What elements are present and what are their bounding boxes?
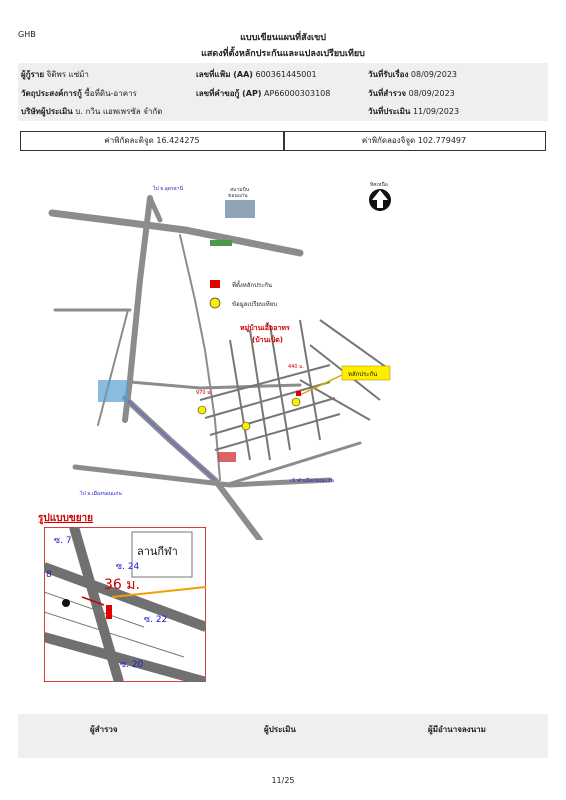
airport-label: สนามบิน: [230, 186, 250, 193]
inset-marker: [62, 599, 70, 607]
soi-24-label: ซ. 24: [116, 562, 140, 572]
appraisal-date: วันที่ประเมิน 11/09/2023: [368, 107, 460, 116]
comparison-marker: [241, 421, 251, 431]
landmark-icon: [210, 240, 232, 246]
building-icon: [98, 380, 128, 402]
file-number: เลขที่แฟ้ม (AA) 600361445001: [196, 70, 317, 79]
divider: [283, 132, 285, 150]
legend-collateral-swatch: [210, 280, 220, 288]
signature-block: ผู้สำรวจ ผู้ประเมิน ผู้มีอำนาจลงนาม: [18, 714, 548, 758]
village-sublabel: (บ้านเป็ด): [252, 335, 283, 344]
purpose-row: วัตถุประสงค์การกู้ ซื้อที่ดิน-อาคาร: [21, 89, 137, 98]
appraiser-label: ผู้ประเมิน: [264, 725, 296, 734]
location-map: ทิศเหนือ สนามบิน ขอนแก่น ไป จ.อุดรธานี ท…: [48, 181, 391, 540]
legend-comparison-swatch: [209, 297, 221, 309]
bank-code: GHB: [18, 30, 36, 39]
inset-map: ลานกีฬา 36 ม. ซ. 7 ซ. 24 ซ. 22 ซ. 20 8: [44, 527, 206, 682]
collateral-callout: [341, 365, 391, 381]
approver-label: ผู้มีอำนาจลงนาม: [428, 725, 486, 734]
legend-collateral-label: ที่ตั้งหลักประกัน: [232, 279, 272, 289]
village-grid: [199, 319, 391, 461]
soi-20-label: ซ. 20: [120, 660, 144, 670]
to-muang-label: ไป อ.เมืองขอนแก่น: [79, 490, 122, 497]
info-block: ผู้กู้ราย จิติพร แซ่ม้า เลขที่แฟ้ม (AA) …: [18, 63, 548, 121]
request-number: เลขที่คำขอกู้ (AP) AP66000303108: [196, 89, 331, 98]
collateral-callout-label: หลักประกัน: [348, 371, 377, 378]
village-name: หมู่บ้านเอื้ออาทร: [240, 321, 290, 333]
soi-8-label: 8: [46, 570, 52, 580]
comparison-marker: [291, 397, 301, 407]
airport-icon: [225, 200, 255, 218]
airport-sublabel: ขอนแก่น: [228, 193, 248, 199]
park-area: [131, 531, 193, 578]
north-label: ทิศเหนือ: [370, 181, 388, 188]
coordinates-box: ค่าพิกัดละติจูด 16.424275 ค่าพิกัดลองจิจ…: [20, 131, 546, 151]
north-arrow-icon: [369, 189, 391, 211]
inset-lots: [44, 591, 185, 658]
to-udon-label: ไป จ.อุดรธานี: [152, 185, 184, 192]
latitude: ค่าพิกัดละติจูด 16.424275: [104, 136, 200, 145]
survey-date: วันที่สำรวจ 08/09/2023: [368, 89, 455, 98]
inset-title: รูปแบบขยาย: [38, 513, 94, 524]
right-road-label: เข้าตัวเมืองขอนแก่น: [290, 477, 335, 484]
comparison-marker: [197, 405, 207, 415]
received-date: วันที่รับเรื่อง 08/09/2023: [368, 70, 458, 79]
inset-distance: 36 ม.: [104, 577, 140, 593]
longitude: ค่าพิกัดลองจิจูด 102.779497: [361, 136, 467, 145]
inset-collateral-marker: [106, 605, 112, 619]
landmark-icon: [218, 452, 236, 462]
soi-7-label: ซ. 7: [54, 536, 72, 546]
page-number: 11/25: [271, 776, 295, 785]
page-title: แบบเขียนแผนที่สังเขป: [240, 33, 326, 43]
legend-comparison-label: ข้อมูลเปรียบเทียบ: [232, 300, 277, 308]
appraiser-company: บริษัทผู้ประเมิน บ. กวิน แอพเพรซัล จำกัด: [21, 107, 163, 116]
page-subtitle: แสดงที่ตั้งหลักประกันและแปลงเปรียบเทียบ: [201, 49, 365, 59]
distance-440: 440 ม.: [288, 364, 304, 370]
park-label: ลานกีฬา: [137, 545, 178, 558]
borrower-row: ผู้กู้ราย จิติพร แซ่ม้า: [21, 70, 89, 79]
soi-22-label: ซ. 22: [144, 615, 167, 625]
collateral-marker: [296, 391, 301, 396]
surveyor-label: ผู้สำรวจ: [90, 725, 118, 734]
inset-roads: [44, 527, 206, 682]
distance-970: 970 ม.: [196, 390, 212, 396]
